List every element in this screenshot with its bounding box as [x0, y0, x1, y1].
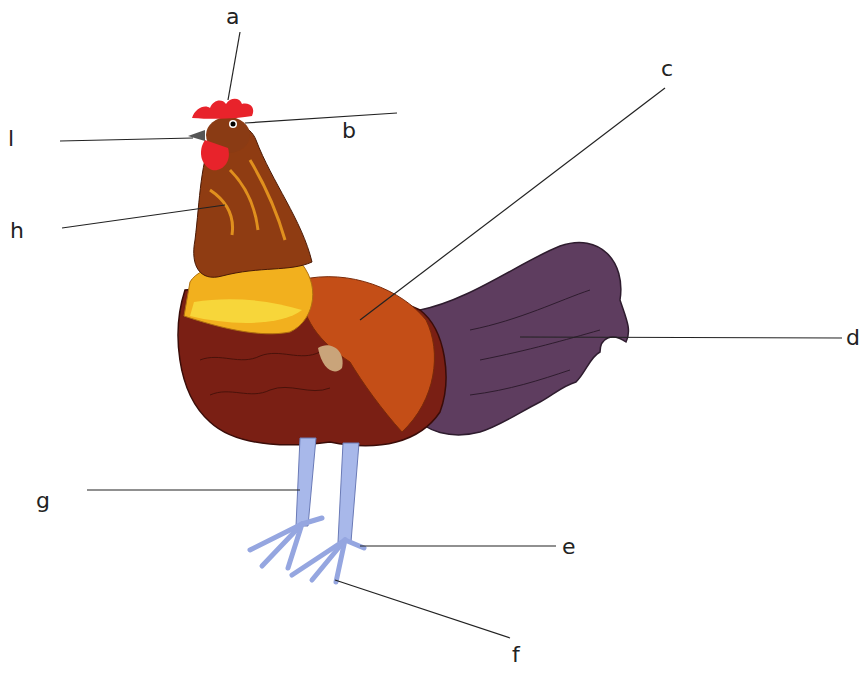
neck-hackle	[184, 125, 313, 334]
legs	[296, 438, 359, 542]
part-label: l	[8, 128, 14, 150]
part-label: e	[562, 536, 576, 558]
part-label: b	[342, 120, 356, 142]
toes	[250, 518, 364, 582]
part-label: h	[10, 220, 24, 242]
part-label: a	[226, 6, 239, 28]
part-label: g	[36, 490, 50, 512]
leader-lines	[60, 32, 842, 638]
part-label: d	[846, 327, 860, 349]
part-label: f	[512, 644, 520, 666]
head	[188, 99, 253, 171]
part-label: c	[661, 58, 673, 80]
tail-feathers	[418, 242, 628, 434]
